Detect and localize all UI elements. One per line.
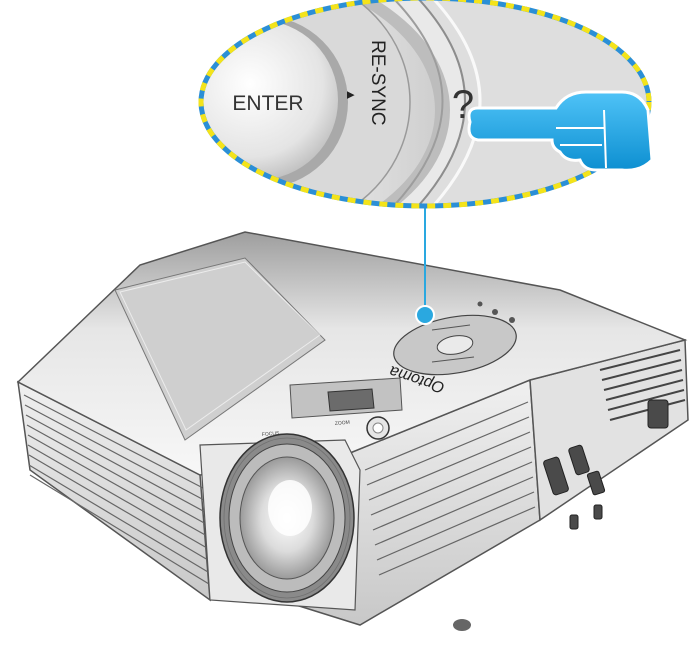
resync-button-label: RE-SYNC <box>367 40 388 126</box>
callout-anchor-dot <box>415 305 435 325</box>
io-ports <box>543 399 669 530</box>
side-vent-grille <box>599 349 686 421</box>
hdmi-port-icon <box>568 444 590 476</box>
keypad-lamp-led <box>477 301 483 307</box>
resync-arrow-icon: ▲ <box>344 89 359 102</box>
callout-border-dashes <box>198 0 652 209</box>
front-vent-grille-right <box>364 401 536 576</box>
projector-body: ZOOM FOCUS Optoma <box>16 231 689 631</box>
front-vent-grille <box>23 394 210 585</box>
zoom-label: ZOOM <box>335 420 350 427</box>
keypad-temp-led <box>509 317 515 323</box>
power-port-icon <box>569 514 579 530</box>
power-socket-icon <box>647 399 669 429</box>
zoom-focus-ring[interactable] <box>327 388 375 412</box>
pointing-hand-icon <box>467 90 654 172</box>
keypad-power-led <box>492 309 498 315</box>
control-keypad <box>393 301 517 376</box>
enter-button-label: ENTER <box>232 92 303 115</box>
focus-label: FOCUS <box>262 430 281 438</box>
keypad-enter-button[interactable] <box>436 333 475 357</box>
vga-port-icon <box>543 456 569 496</box>
audio-port-icon <box>593 504 603 520</box>
projector-foot <box>453 619 471 631</box>
usb-port-icon <box>586 470 606 496</box>
lamp-cover <box>114 257 326 441</box>
projection-lens <box>219 433 355 603</box>
callout-magnifier: ENTER RE-SYNC ▲ ? <box>198 0 652 209</box>
